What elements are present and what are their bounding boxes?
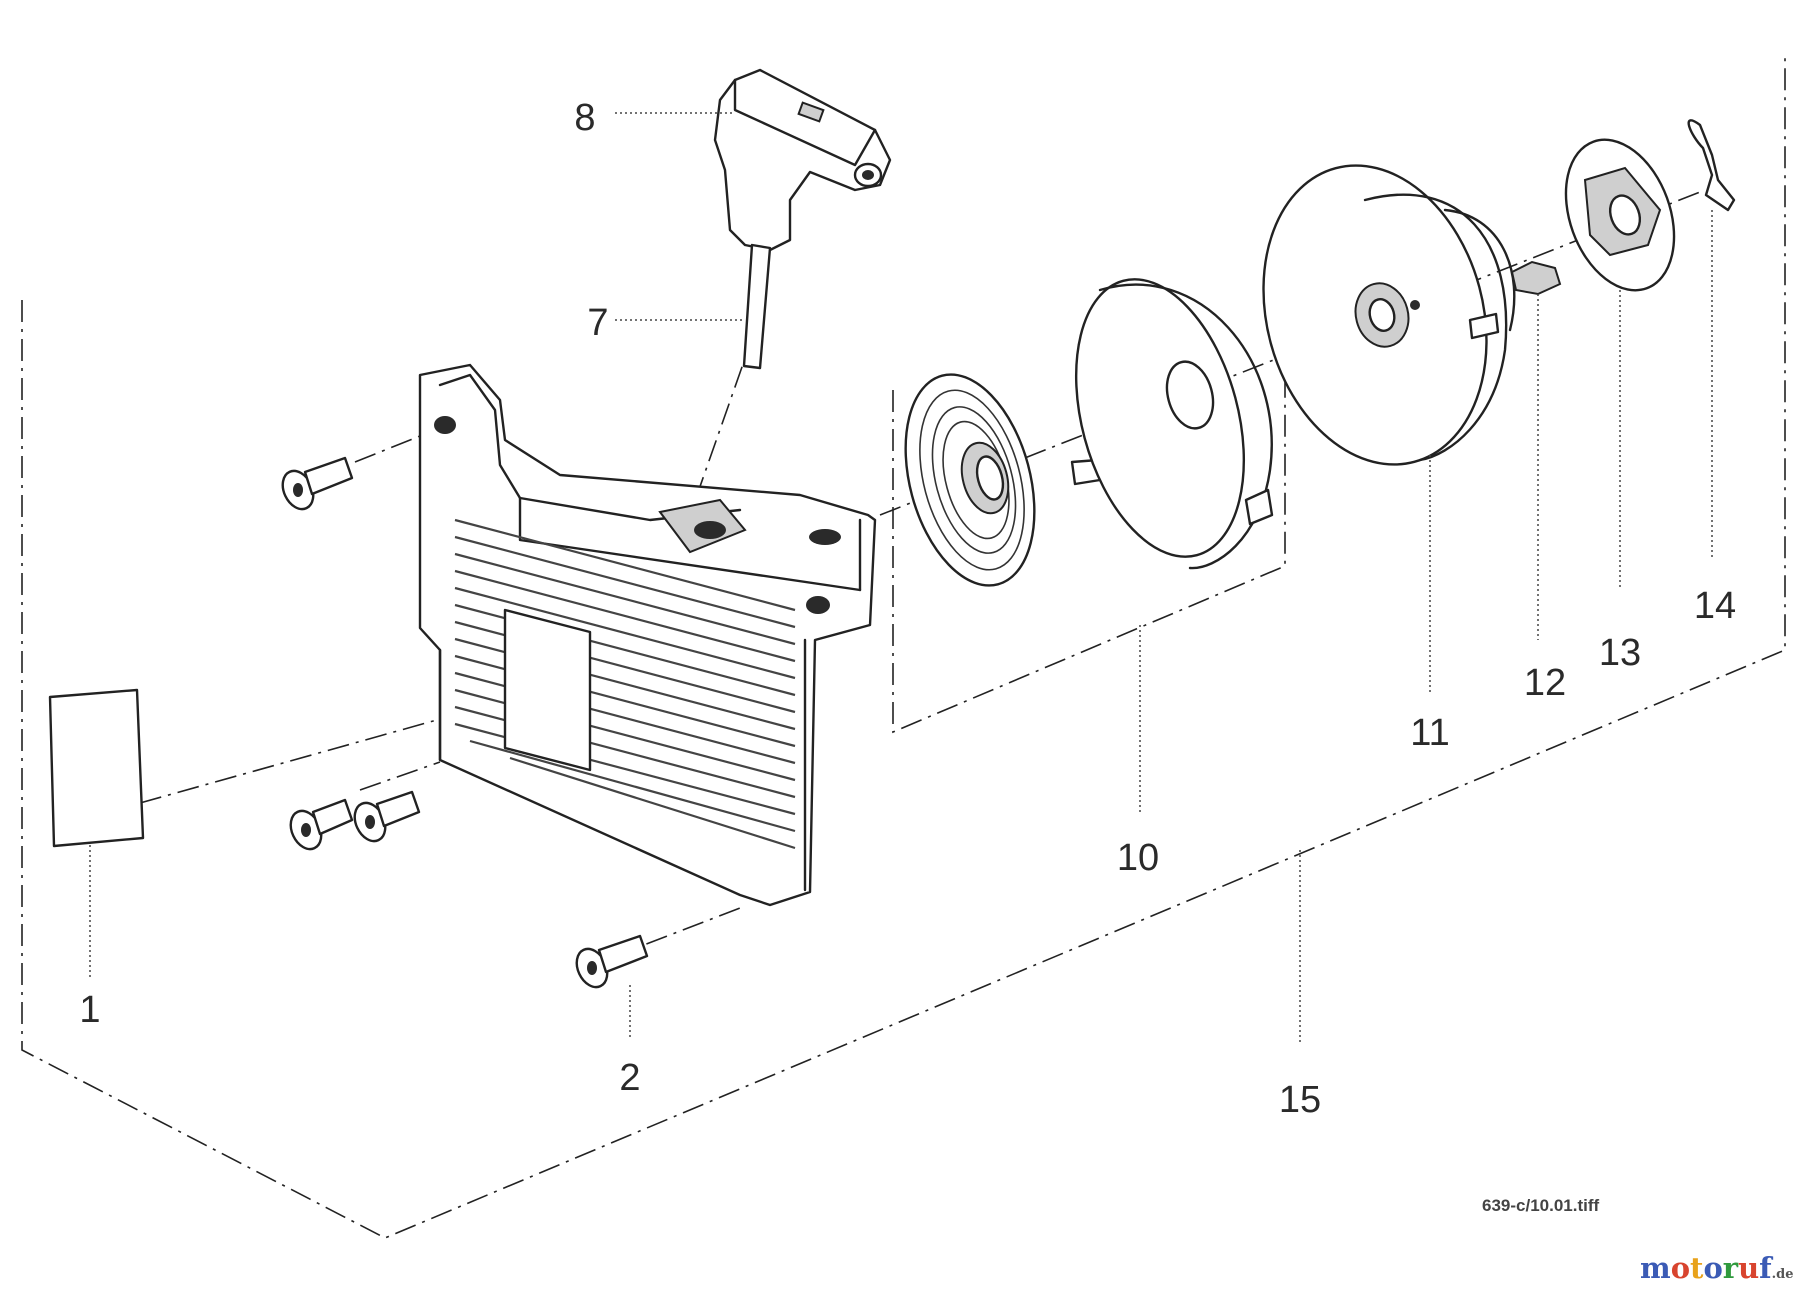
part-label-10: 10 [1117,837,1159,879]
starter-housing [418,363,877,907]
part-7-starter-rope [742,243,772,370]
watermark-logo: motoruf.de [1640,1251,1794,1285]
part-14-spring-clip [1687,119,1736,212]
part-8-starter-grip [713,68,892,252]
part-label-12: 12 [1524,662,1566,704]
part-13-pawl-guide [1564,138,1676,292]
part-label-15: 15 [1279,1079,1321,1121]
spring-cassette-boundary [892,318,1286,734]
leader-lines [89,112,1713,1045]
part-12-pawl [1510,260,1562,296]
spring-cassette-cover [1074,278,1274,570]
part-number-labels: 8 7 1 2 10 11 12 13 14 15 [79,97,1736,1121]
part-label-14: 14 [1694,585,1736,627]
part-label-1: 1 [79,989,100,1031]
part-label-11: 11 [1410,712,1449,754]
part-11-rope-pulley [1262,164,1516,466]
part-2-screw-upper [281,456,354,511]
part-label-2: 2 [619,1057,640,1099]
kit-boundary-outline [21,55,1786,1239]
part-label-13: 13 [1599,632,1641,674]
part-2-screw-lower [575,934,649,989]
part-1-label-plate [48,688,145,848]
part-label-8: 8 [574,97,595,139]
part-2-screw-middle-right [353,790,421,843]
part-2-screw-middle-left [289,798,354,851]
file-reference: 639-c/10.01.tiff [1482,1196,1600,1215]
part-label-7: 7 [587,302,608,344]
part-10-rewind-spring [904,373,1102,587]
